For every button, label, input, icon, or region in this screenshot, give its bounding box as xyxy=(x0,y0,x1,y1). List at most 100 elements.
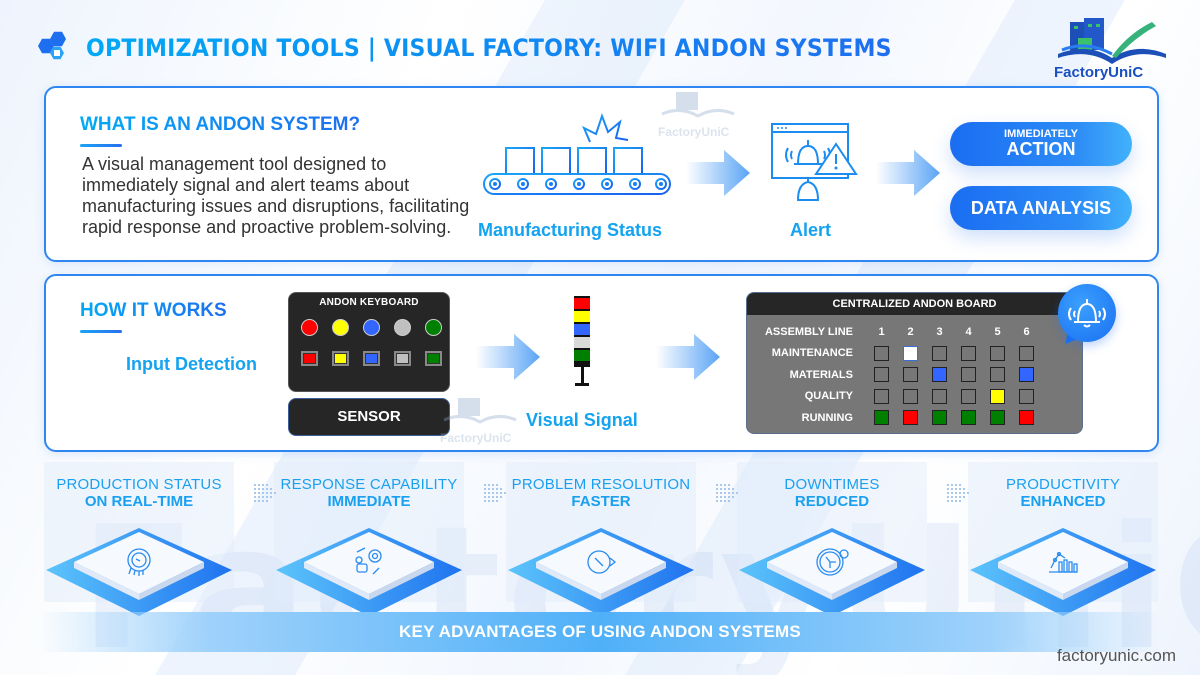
realtime-clock-icon xyxy=(127,548,151,576)
board-cell-wrapper xyxy=(867,410,896,426)
board-cell-wrapper xyxy=(896,388,925,404)
manufacturing-status-label: Manufacturing Status xyxy=(478,220,663,240)
board-cell-wrapper xyxy=(896,367,925,383)
board-cell-wrapper xyxy=(954,345,983,361)
visual-signal-label: Visual Signal xyxy=(526,410,638,430)
data-analysis-pill: DATA ANALYSIS xyxy=(950,186,1132,230)
keyboard-square-button[interactable] xyxy=(363,351,380,366)
advantage-value: FASTER xyxy=(571,493,631,510)
board-row-label: MATERIALS xyxy=(789,368,853,381)
board-status-cell xyxy=(903,410,918,426)
board-status-cell xyxy=(990,367,1005,383)
keyboard-circle-button[interactable] xyxy=(301,319,318,336)
keyboard-square-button[interactable] xyxy=(332,351,349,366)
assembly-line-number: 3 xyxy=(936,325,943,338)
tower-light-segment xyxy=(574,296,590,309)
keyboard-circle-button[interactable] xyxy=(394,319,411,336)
keyboard-square-button[interactable] xyxy=(301,351,318,366)
flow-arrow-icon xyxy=(656,334,720,380)
board-status-cell xyxy=(903,345,918,361)
keyboard-circle-button[interactable] xyxy=(332,319,349,336)
board-cell-wrapper xyxy=(925,410,954,426)
board-cell-wrapper xyxy=(983,367,1012,383)
stopwatch-icon xyxy=(816,548,849,576)
factoryunic-logo: FactoryUniC xyxy=(1048,14,1178,84)
assembly-line-number: 1 xyxy=(878,325,885,338)
board-status-cell xyxy=(932,367,947,383)
logo-text: FactoryUniC xyxy=(1054,64,1144,81)
board-cell-wrapper xyxy=(1012,410,1041,426)
assembly-line-number: 5 xyxy=(994,325,1001,338)
advantage-tile xyxy=(958,520,1168,620)
alert-label: Alert xyxy=(790,220,832,240)
advantage-topic: RESPONSE CAPABILITY xyxy=(280,476,458,493)
section-title-what-is: WHAT IS AN ANDON SYSTEM? xyxy=(80,114,361,135)
board-row-quality: QUALITY xyxy=(747,386,1041,408)
what-is-andon-panel: WHAT IS AN ANDON SYSTEM? A visual manage… xyxy=(44,86,1159,262)
board-cell-wrapper xyxy=(954,367,983,383)
notification-bell-bubble xyxy=(1058,284,1116,342)
keyboard-square-button[interactable] xyxy=(394,351,411,366)
advantage-value: IMMEDIATE xyxy=(327,493,411,510)
board-status-cell xyxy=(990,345,1005,361)
board-status-cell xyxy=(1019,410,1034,426)
board-row-label: QUALITY xyxy=(804,390,853,403)
dotted-arrow-icon xyxy=(254,484,280,504)
keyboard-square-button[interactable] xyxy=(425,351,442,366)
book-factory-icon xyxy=(1058,18,1166,64)
board-row-materials: MATERIALS xyxy=(747,364,1041,386)
board-cell-wrapper xyxy=(867,367,896,383)
dotted-arrow-icon xyxy=(947,484,973,504)
keyboard-circle-button[interactable] xyxy=(425,319,442,336)
board-cell-wrapper xyxy=(867,345,896,361)
board-header-label: ASSEMBLY LINE xyxy=(764,325,853,338)
bell-icon xyxy=(1068,299,1106,328)
board-status-cell xyxy=(990,410,1005,426)
tower-light-segment xyxy=(574,322,590,335)
board-status-cell xyxy=(932,388,947,404)
board-status-cell xyxy=(1019,345,1034,361)
tower-pole xyxy=(580,367,584,383)
board-status-cell xyxy=(990,388,1005,404)
board-cell-wrapper xyxy=(925,345,954,361)
conveyor-belt-icon xyxy=(483,113,671,195)
watermark-logo: FactoryUniC xyxy=(658,90,738,139)
advantage-value: ENHANCED xyxy=(1020,493,1106,510)
advantage-topic: DOWNTIMES xyxy=(784,476,880,493)
dotted-arrow-icon xyxy=(484,484,510,504)
board-cell-wrapper xyxy=(954,388,983,404)
board-cell-wrapper xyxy=(896,410,925,426)
board-cell-wrapper xyxy=(983,345,1012,361)
how-it-works-panel: HOW IT WORKS Input Detection ANDON KEYBO… xyxy=(44,274,1159,452)
board-row-running: RUNNING xyxy=(747,407,1041,429)
advantage-tile xyxy=(496,520,706,620)
board-status-cell xyxy=(874,388,889,404)
board-cell-wrapper xyxy=(983,388,1012,404)
board-cell-wrapper xyxy=(954,410,983,426)
hexagon-logo-icon xyxy=(36,30,76,66)
board-cell-wrapper xyxy=(1012,388,1041,404)
andon-description: A visual management tool designed to imm… xyxy=(82,154,470,237)
board-status-cell xyxy=(874,367,889,383)
dotted-arrow-icon xyxy=(716,484,742,504)
key-advantages-banner: KEY ADVANTAGES OF USING ANDON SYSTEMS xyxy=(40,612,1160,652)
watermark-logo: FactoryUniC xyxy=(440,396,520,445)
page-header: OPTIMIZATION TOOLS | VISUAL FACTORY: WIF… xyxy=(36,30,962,66)
growth-chart-icon xyxy=(1049,551,1078,573)
flow-arrow-icon xyxy=(686,150,750,196)
board-status-cell xyxy=(903,388,918,404)
board-status-cell xyxy=(961,410,976,426)
watermark-book-icon xyxy=(661,92,735,118)
watermark-book-icon xyxy=(443,398,517,424)
tower-foot xyxy=(575,383,589,386)
tower-base xyxy=(574,361,590,367)
title-underline xyxy=(80,330,122,333)
advantage-tile xyxy=(34,520,244,620)
keyboard-circle-button[interactable] xyxy=(363,319,380,336)
flow-arrow-icon xyxy=(476,334,540,380)
